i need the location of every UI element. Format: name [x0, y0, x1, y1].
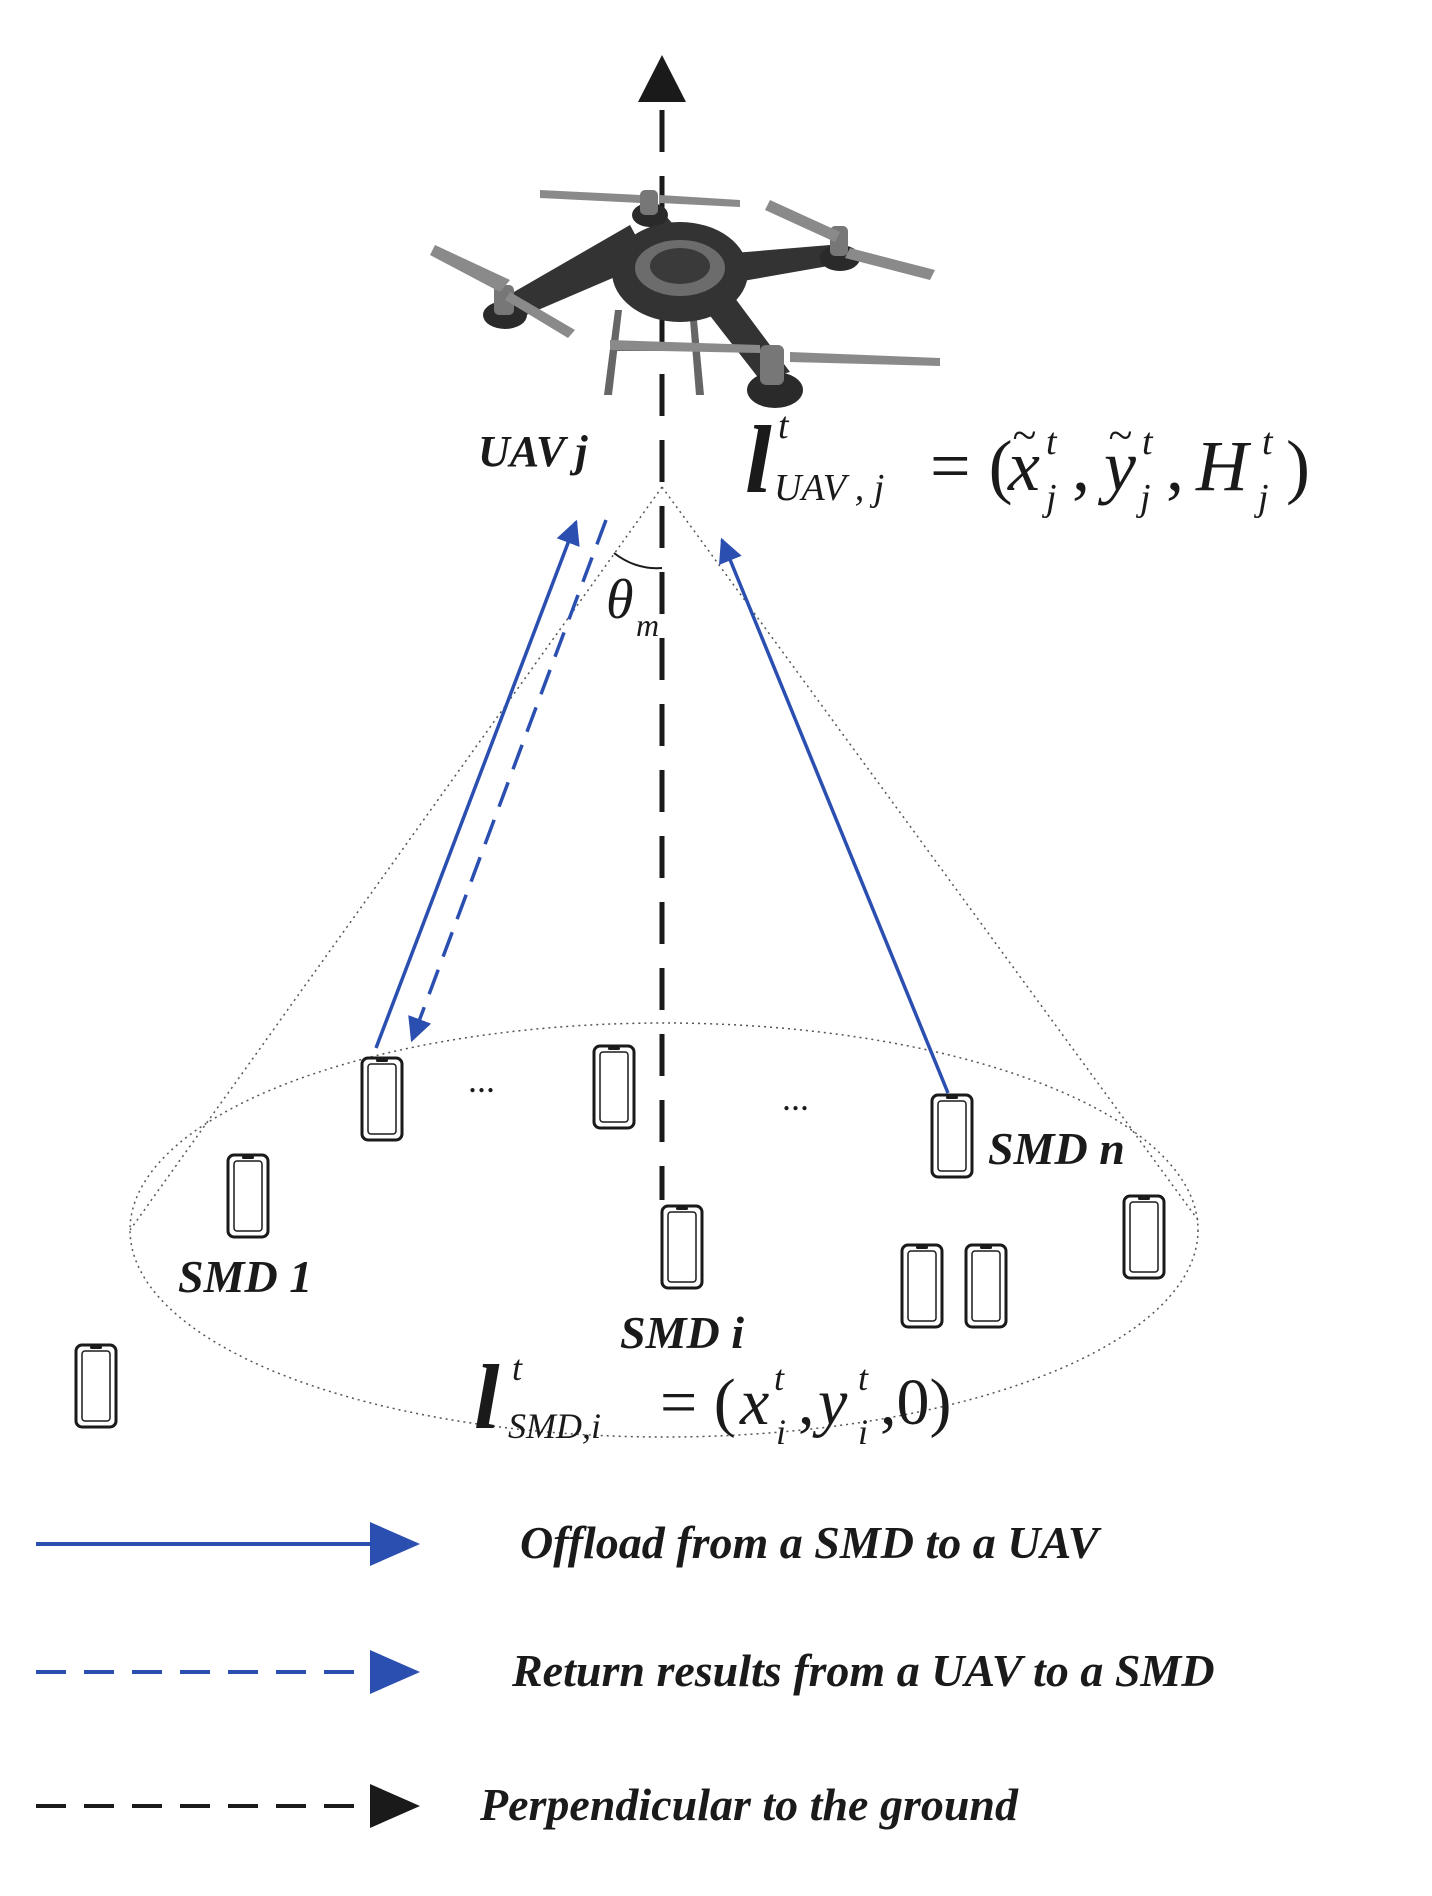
- svg-text:,: ,: [798, 1366, 815, 1439]
- svg-text:H: H: [1195, 426, 1252, 506]
- return-arrow-smd1: [408, 519, 608, 1043]
- svg-text:i: i: [776, 1412, 786, 1452]
- svg-text:j: j: [1041, 477, 1057, 519]
- svg-text:= (: = (: [930, 426, 1013, 506]
- svg-text:x: x: [1007, 426, 1040, 506]
- svg-text:t: t: [512, 1348, 523, 1388]
- svg-text:i: i: [858, 1412, 868, 1452]
- svg-text:j: j: [1253, 477, 1269, 519]
- svg-text:t: t: [1142, 421, 1154, 463]
- offload-arrow-smdn: [719, 537, 950, 1094]
- axis-arrow-head: [638, 55, 686, 102]
- svg-text:l: l: [474, 1346, 500, 1448]
- svg-text:t: t: [858, 1358, 869, 1398]
- smd-phone-icon: [1122, 1194, 1166, 1280]
- svg-text:SMD,i: SMD,i: [508, 1406, 601, 1446]
- svg-text:UAV , j: UAV , j: [774, 467, 884, 509]
- uav-label: UAV j: [478, 427, 588, 476]
- svg-text:t: t: [1262, 421, 1274, 463]
- legend: Offload from a SMD to a UAV Return resul…: [36, 1517, 1215, 1830]
- svg-text:,: ,: [1166, 426, 1184, 506]
- smd-n-label: SMD n: [988, 1123, 1125, 1174]
- svg-text:,0): ,0): [880, 1366, 951, 1439]
- svg-text:x: x: [739, 1366, 769, 1439]
- legend-offload: Offload from a SMD to a UAV: [36, 1517, 1102, 1568]
- svg-text:t: t: [1046, 421, 1058, 463]
- svg-text:m: m: [636, 607, 659, 643]
- cone-right-edge: [661, 486, 1199, 1221]
- offload-arrow-smd1: [374, 519, 580, 1049]
- drone-icon: [430, 190, 940, 408]
- svg-text:y: y: [812, 1366, 848, 1439]
- svg-text:Perpendicular to the ground: Perpendicular to the ground: [479, 1779, 1019, 1830]
- ellipsis-left: ...: [468, 1060, 495, 1100]
- angle-label: θ m: [606, 569, 659, 643]
- cone-left-edge: [129, 486, 663, 1231]
- svg-text:= (: = (: [660, 1366, 736, 1439]
- ellipsis-right: ...: [782, 1078, 809, 1118]
- smd-phone-icon: [964, 1243, 1008, 1329]
- smd-1-label: SMD 1: [178, 1251, 312, 1302]
- smd-phone-i-icon: [660, 1204, 704, 1290]
- smd-location-formula: l t SMD,i = ( x t i , y t i ,0): [474, 1346, 951, 1452]
- smd-phone-n-icon: [930, 1093, 974, 1179]
- svg-text:Return results from a UAV to a: Return results from a UAV to a SMD: [511, 1645, 1215, 1696]
- svg-text:Offload from a SMD to a UAV: Offload from a SMD to a UAV: [520, 1517, 1102, 1568]
- svg-text:~: ~: [1108, 411, 1132, 460]
- svg-text:~: ~: [1012, 411, 1036, 460]
- smd-phone-1-icon: [360, 1056, 404, 1142]
- svg-text:): ): [1286, 426, 1310, 506]
- smd-phone-icon: [900, 1243, 944, 1329]
- svg-text:j: j: [1135, 477, 1151, 519]
- legend-perpendicular: Perpendicular to the ground: [36, 1779, 1019, 1830]
- svg-text:l: l: [745, 406, 772, 513]
- svg-text:t: t: [774, 1358, 785, 1398]
- angle-arc: [613, 552, 663, 570]
- svg-text:,: ,: [1072, 426, 1090, 506]
- legend-return: Return results from a UAV to a SMD: [36, 1645, 1215, 1696]
- coverage-ellipse: [129, 1022, 1199, 1438]
- smd-phone-icon: [592, 1044, 636, 1130]
- svg-text:θ: θ: [606, 569, 634, 631]
- svg-text:t: t: [778, 405, 790, 447]
- smd-phone-icon: [74, 1343, 118, 1429]
- smd-i-label: SMD i: [620, 1307, 744, 1358]
- svg-text:y: y: [1097, 426, 1136, 506]
- smd-phone-icon: [226, 1153, 270, 1239]
- uav-location-formula: l t UAV , j = ( ~ x t j , ~ y t j , H t …: [745, 405, 1310, 519]
